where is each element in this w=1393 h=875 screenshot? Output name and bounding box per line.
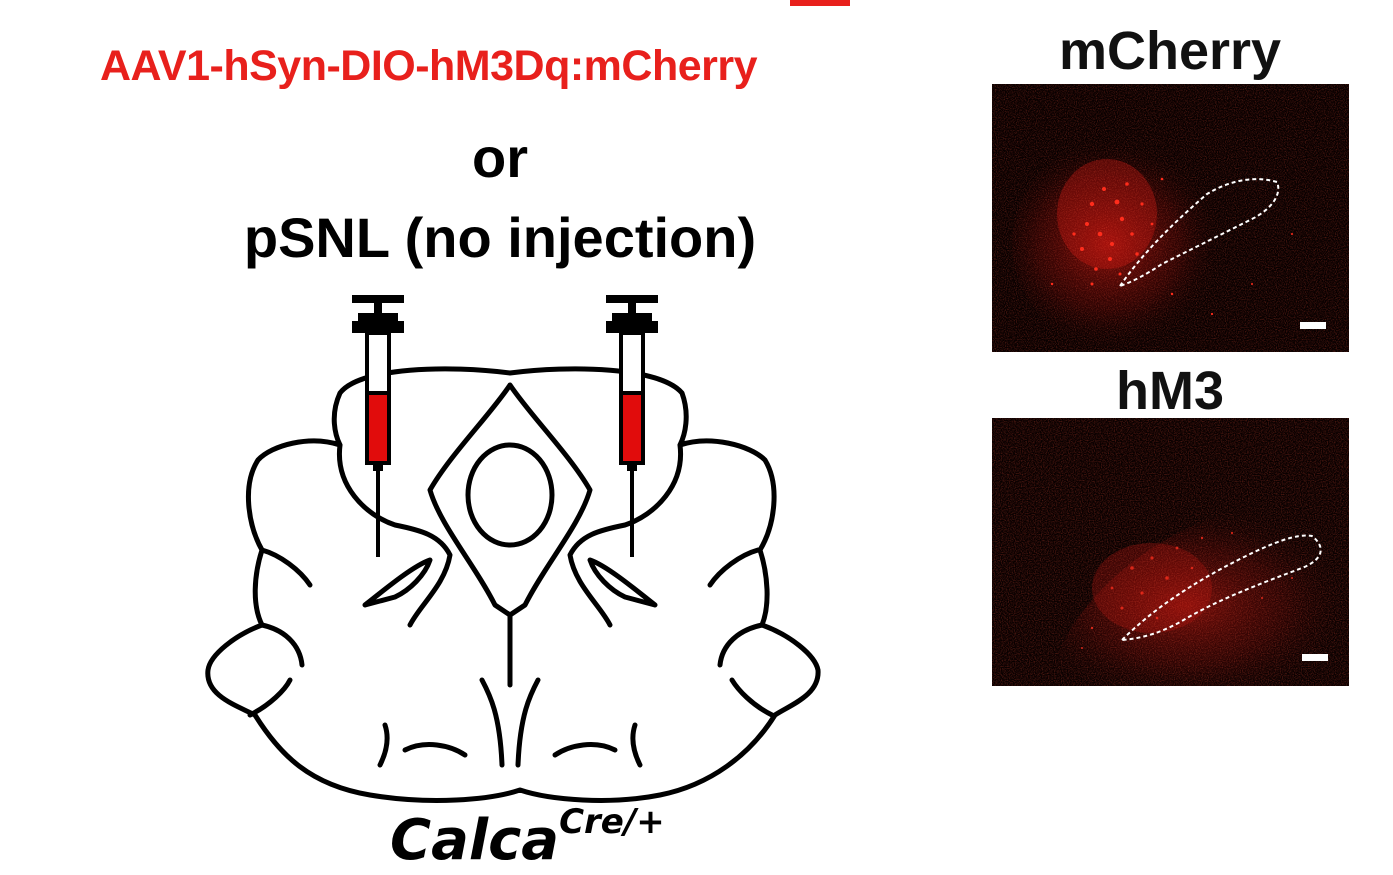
- genotype-superscript: Cre/+: [559, 802, 665, 843]
- inner-oval: [465, 442, 555, 548]
- fourth-ventricle: [427, 382, 593, 618]
- genotype-label: CalcaCre/+: [390, 802, 710, 873]
- hm3-roi-outline: [1119, 534, 1322, 642]
- cropped-title-fragment: [790, 0, 850, 6]
- or-label: or: [472, 126, 528, 189]
- mcherry-scale-bar: [1300, 322, 1326, 329]
- right-syringe: [606, 295, 658, 557]
- psnl-label: pSNL (no injection): [243, 206, 757, 269]
- brain-section-diagram: [205, 295, 821, 803]
- genotype-base: Calca: [390, 808, 560, 873]
- hm3-scale-bar: [1302, 654, 1328, 661]
- hm3-panel-title: hM3: [1116, 361, 1224, 421]
- hm3-micrograph: [992, 418, 1349, 686]
- mcherry-micrograph: [992, 84, 1349, 352]
- mcherry-panel-title: mCherry: [1058, 21, 1282, 81]
- brainstem-outline: [205, 366, 821, 803]
- left-syringe: [352, 295, 404, 557]
- virus-label: AAV1-hSyn-DIO-hM3Dq:mCherry: [100, 42, 758, 90]
